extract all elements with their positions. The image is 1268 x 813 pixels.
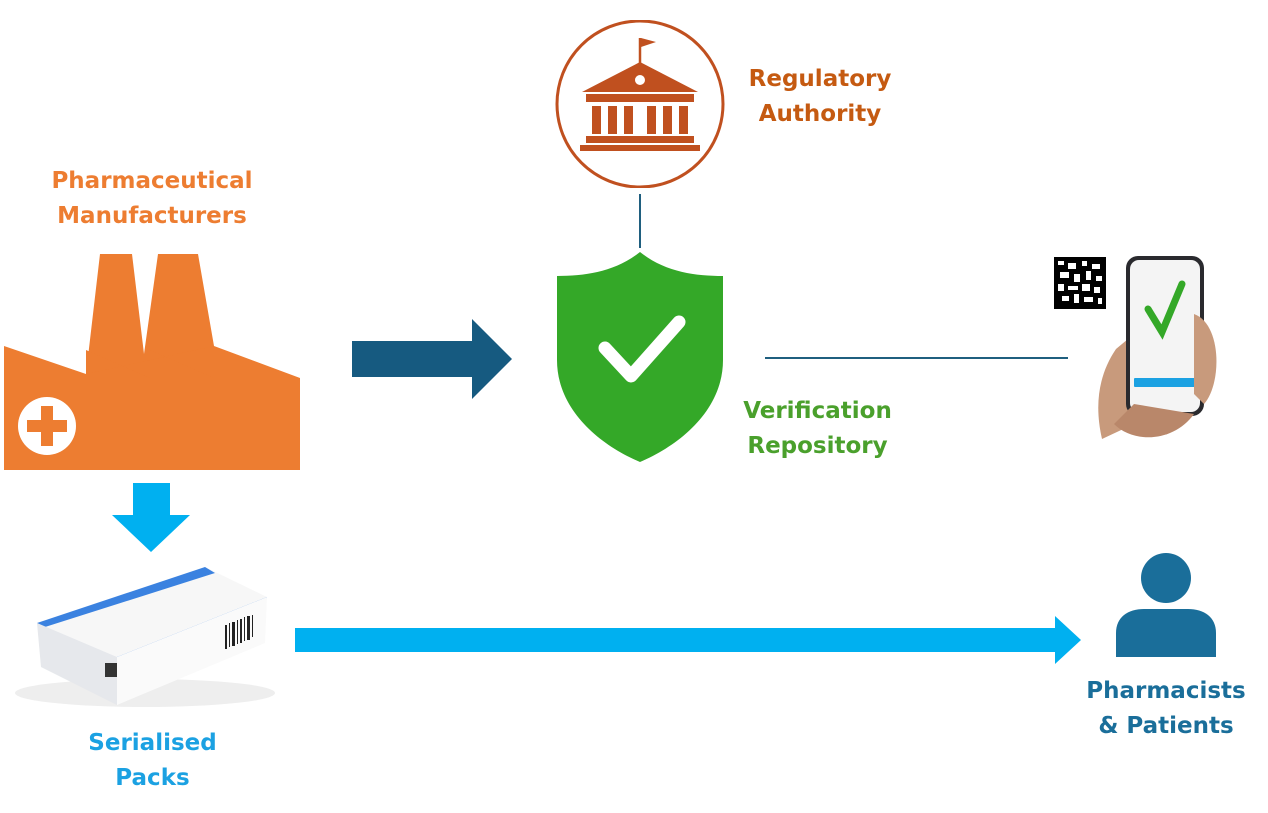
label-line: Repository (747, 433, 888, 459)
arrow-to-repository (352, 319, 512, 399)
factory-icon (4, 254, 300, 470)
regulatory-authority-label: Regulatory Authority (735, 62, 905, 132)
person-icon (1116, 553, 1216, 657)
label-line: Authority (758, 101, 882, 127)
repository-phone-connector (765, 357, 1068, 359)
pharmacists-patients-label: Pharmacists & Patients (1066, 674, 1266, 744)
label-line: Packs (115, 765, 190, 791)
arrow-to-packs (112, 483, 190, 552)
label-line: Manufacturers (57, 203, 247, 229)
label-line: Serialised (88, 730, 217, 756)
government-building-icon (555, 20, 725, 188)
regulator-connector-line (639, 194, 641, 248)
label-line: & Patients (1098, 713, 1234, 739)
manufacturers-label: Pharmaceutical Manufacturers (22, 164, 282, 234)
shield-check-icon (557, 252, 723, 462)
serialised-packs-label: Serialised Packs (40, 726, 265, 796)
label-line: Pharmaceutical (51, 168, 253, 194)
phone-scan-icon (1054, 256, 1217, 439)
medicine-box-icon (15, 567, 275, 707)
datamatrix-code-icon (1054, 257, 1106, 309)
arrow-to-pharmacists (295, 616, 1081, 664)
verification-repository-label: Verification Repository (730, 394, 905, 464)
label-line: Verification (743, 398, 892, 424)
label-line: Pharmacists (1086, 678, 1246, 704)
label-line: Regulatory (748, 66, 892, 92)
